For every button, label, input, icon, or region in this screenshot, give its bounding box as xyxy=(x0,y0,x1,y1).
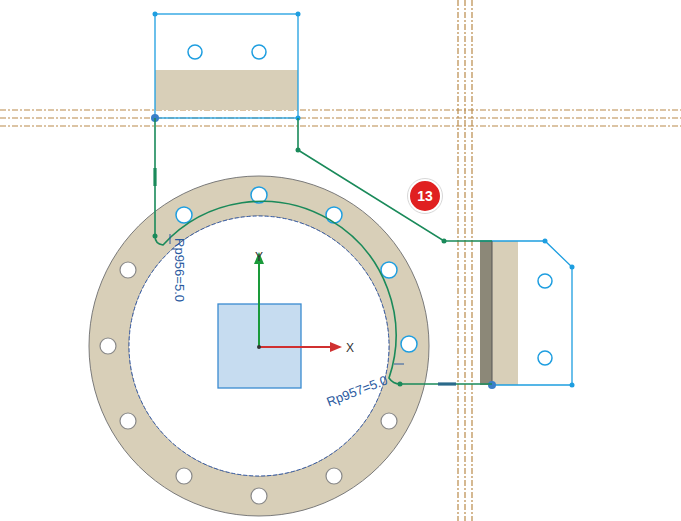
dimension-text: Rp956=5.0 xyxy=(173,238,186,302)
side-plate xyxy=(480,239,575,390)
callout-number: 13 xyxy=(417,189,433,203)
axis-label: Y xyxy=(255,251,263,263)
axes xyxy=(218,252,342,388)
flange xyxy=(89,176,429,516)
sketch-path xyxy=(155,118,492,384)
top-plate xyxy=(151,12,301,123)
axis-label: X xyxy=(346,342,354,354)
callout-badge xyxy=(408,179,443,214)
